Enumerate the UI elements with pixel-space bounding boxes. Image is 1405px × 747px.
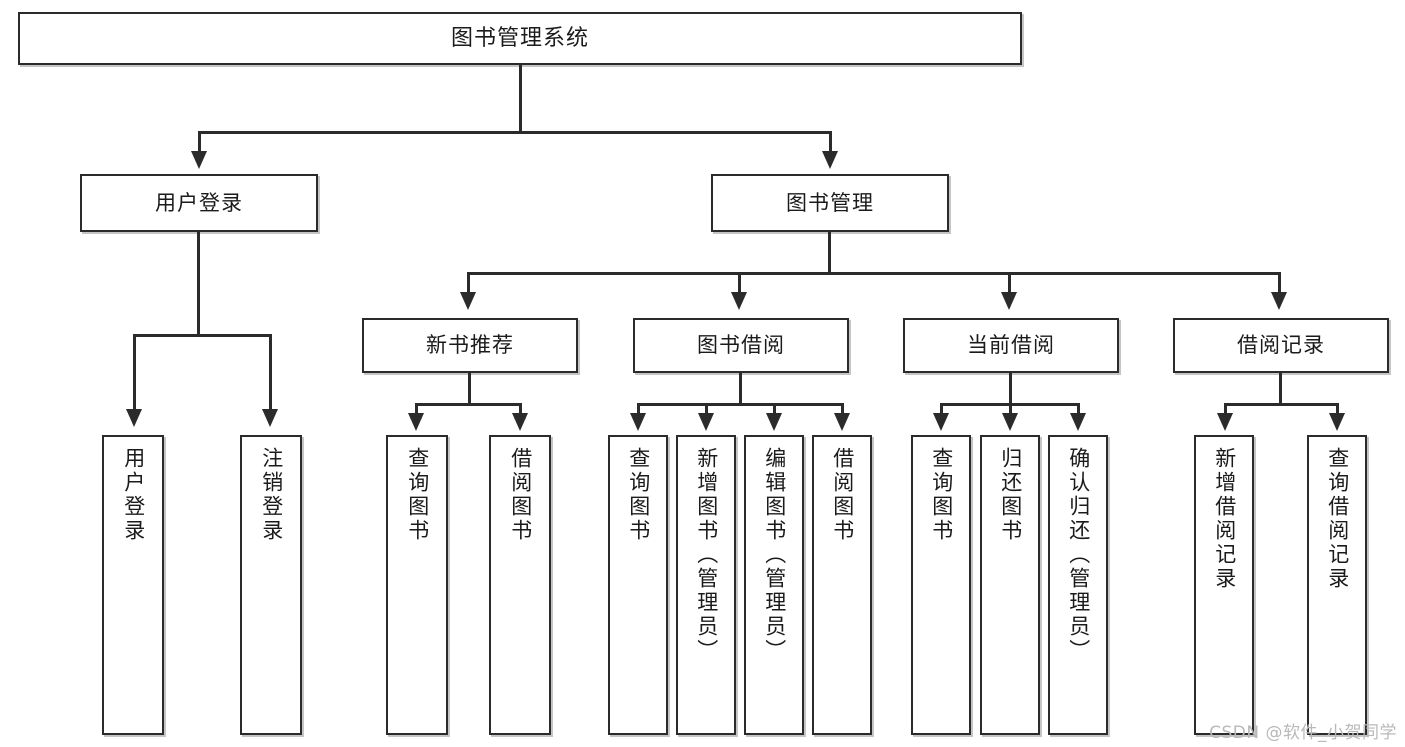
node-label: 用户登录 <box>121 447 146 543</box>
connector-userlogin-stem <box>197 232 200 336</box>
node-label: 图书管理 <box>786 190 874 215</box>
connector-root-stem <box>519 65 522 133</box>
connector-root-drop-left <box>198 131 201 153</box>
arrowhead-add-book <box>698 413 714 431</box>
connector-userlogin-drop-2 <box>269 334 272 411</box>
arrowhead-return-book <box>1002 413 1018 431</box>
connector-bookmgmt-drop-2 <box>738 272 741 294</box>
node-label: 编辑图书（管理员） <box>762 447 787 663</box>
node-label: 查询借阅记录 <box>1325 447 1350 591</box>
leaf-add-borrow-record[interactable]: 新增借阅记录 <box>1194 435 1254 735</box>
connector-newbook-bus <box>415 403 522 406</box>
connector-currentborrow-drop-1 <box>940 403 943 415</box>
connector-newbook-stem <box>468 373 471 405</box>
arrowhead-leaf-logout <box>262 409 278 427</box>
arrowhead-query-book-1 <box>408 413 424 431</box>
connector-currentborrow-drop-3 <box>1077 403 1080 415</box>
arrowhead-book-manage <box>822 151 838 169</box>
arrowhead-user-login <box>191 151 207 169</box>
connector-bookmgmt-stem <box>828 232 831 274</box>
node-label: 查询图书 <box>626 447 651 543</box>
connector-userlogin-bus <box>133 334 269 337</box>
arrowhead-confirm-return <box>1070 413 1086 431</box>
node-new-book-recommend[interactable]: 新书推荐 <box>362 318 578 373</box>
node-borrow-record[interactable]: 借阅记录 <box>1173 318 1389 373</box>
connector-bookmgmt-drop-4 <box>1278 272 1281 294</box>
connector-root-bus <box>198 131 831 134</box>
arrowhead-add-record <box>1217 413 1233 431</box>
connector-newbook-drop-2 <box>519 403 522 415</box>
node-label: 用户登录 <box>155 190 243 215</box>
node-label: 借阅图书 <box>830 447 855 543</box>
node-label: 确认归还（管理员） <box>1066 447 1091 663</box>
node-book-management[interactable]: 图书管理 <box>711 174 949 232</box>
arrowhead-edit-book <box>766 413 782 431</box>
node-label: 新增借阅记录 <box>1212 447 1237 591</box>
node-label: 查询图书 <box>405 447 430 543</box>
arrowhead-current-borrow <box>1001 292 1017 310</box>
connector-bookmgmt-drop-3 <box>1008 272 1011 294</box>
leaf-query-book-borrow[interactable]: 查询图书 <box>608 435 668 735</box>
connector-bookborrow-drop-1 <box>637 403 640 415</box>
connector-userlogin-drop-1 <box>133 334 136 411</box>
leaf-query-book-current[interactable]: 查询图书 <box>911 435 971 735</box>
connector-newbook-drop-1 <box>415 403 418 415</box>
arrowhead-query-record <box>1329 413 1345 431</box>
arrowhead-borrow-book-1 <box>512 413 528 431</box>
node-book-borrow[interactable]: 图书借阅 <box>633 318 849 373</box>
connector-borrowrecord-drop-1 <box>1224 403 1227 415</box>
connector-root-drop-right <box>829 131 832 153</box>
arrowhead-new-book-recommend <box>460 292 476 310</box>
arrowhead-borrow-record <box>1271 292 1287 310</box>
connector-borrowrecord-stem <box>1279 373 1282 405</box>
node-root-system[interactable]: 图书管理系统 <box>18 12 1022 65</box>
node-label: 当前借阅 <box>967 333 1055 358</box>
connector-borrowrecord-drop-2 <box>1336 403 1339 415</box>
leaf-borrow-book[interactable]: 借阅图书 <box>812 435 872 735</box>
leaf-return-book[interactable]: 归还图书 <box>980 435 1040 735</box>
arrowhead-query-book-3 <box>933 413 949 431</box>
connector-currentborrow-drop-2 <box>1009 403 1012 415</box>
connector-bookmgmt-bus <box>467 272 1280 275</box>
leaf-query-borrow-record[interactable]: 查询借阅记录 <box>1307 435 1367 735</box>
watermark-text: CSDN @软件_小贺同学 <box>1209 723 1397 743</box>
arrowhead-leaf-user-login <box>126 409 142 427</box>
connector-bookborrow-stem <box>739 373 742 405</box>
connector-currentborrow-stem <box>1009 373 1012 405</box>
leaf-query-book-recommend[interactable]: 查询图书 <box>386 435 448 735</box>
connector-bookborrow-drop-2 <box>705 403 708 415</box>
node-label: 新书推荐 <box>426 333 514 358</box>
arrowhead-query-book-2 <box>630 413 646 431</box>
leaf-borrow-book-recommend[interactable]: 借阅图书 <box>489 435 551 735</box>
node-label: 查询图书 <box>929 447 954 543</box>
leaf-add-book-admin[interactable]: 新增图书（管理员） <box>676 435 736 735</box>
node-label: 图书借阅 <box>697 333 785 358</box>
node-label: 新增图书（管理员） <box>694 447 719 663</box>
connector-bookborrow-bus <box>637 403 843 406</box>
leaf-user-login[interactable]: 用户登录 <box>102 435 164 735</box>
node-label: 借阅图书 <box>508 447 533 543</box>
node-label: 归还图书 <box>998 447 1023 543</box>
connector-borrowrecord-bus <box>1224 403 1336 406</box>
connector-bookborrow-drop-3 <box>773 403 776 415</box>
connector-bookmgmt-drop-1 <box>467 272 470 294</box>
node-current-borrow[interactable]: 当前借阅 <box>903 318 1119 373</box>
leaf-edit-book-admin[interactable]: 编辑图书（管理员） <box>744 435 804 735</box>
node-label: 借阅记录 <box>1237 333 1325 358</box>
arrowhead-borrow-book-2 <box>834 413 850 431</box>
connector-bookborrow-drop-4 <box>841 403 844 415</box>
arrowhead-book-borrow <box>731 292 747 310</box>
node-label: 注销登录 <box>259 447 284 543</box>
leaf-confirm-return-admin[interactable]: 确认归还（管理员） <box>1048 435 1108 735</box>
leaf-logout[interactable]: 注销登录 <box>240 435 302 735</box>
node-user-login[interactable]: 用户登录 <box>80 174 318 232</box>
node-label: 图书管理系统 <box>450 25 589 51</box>
